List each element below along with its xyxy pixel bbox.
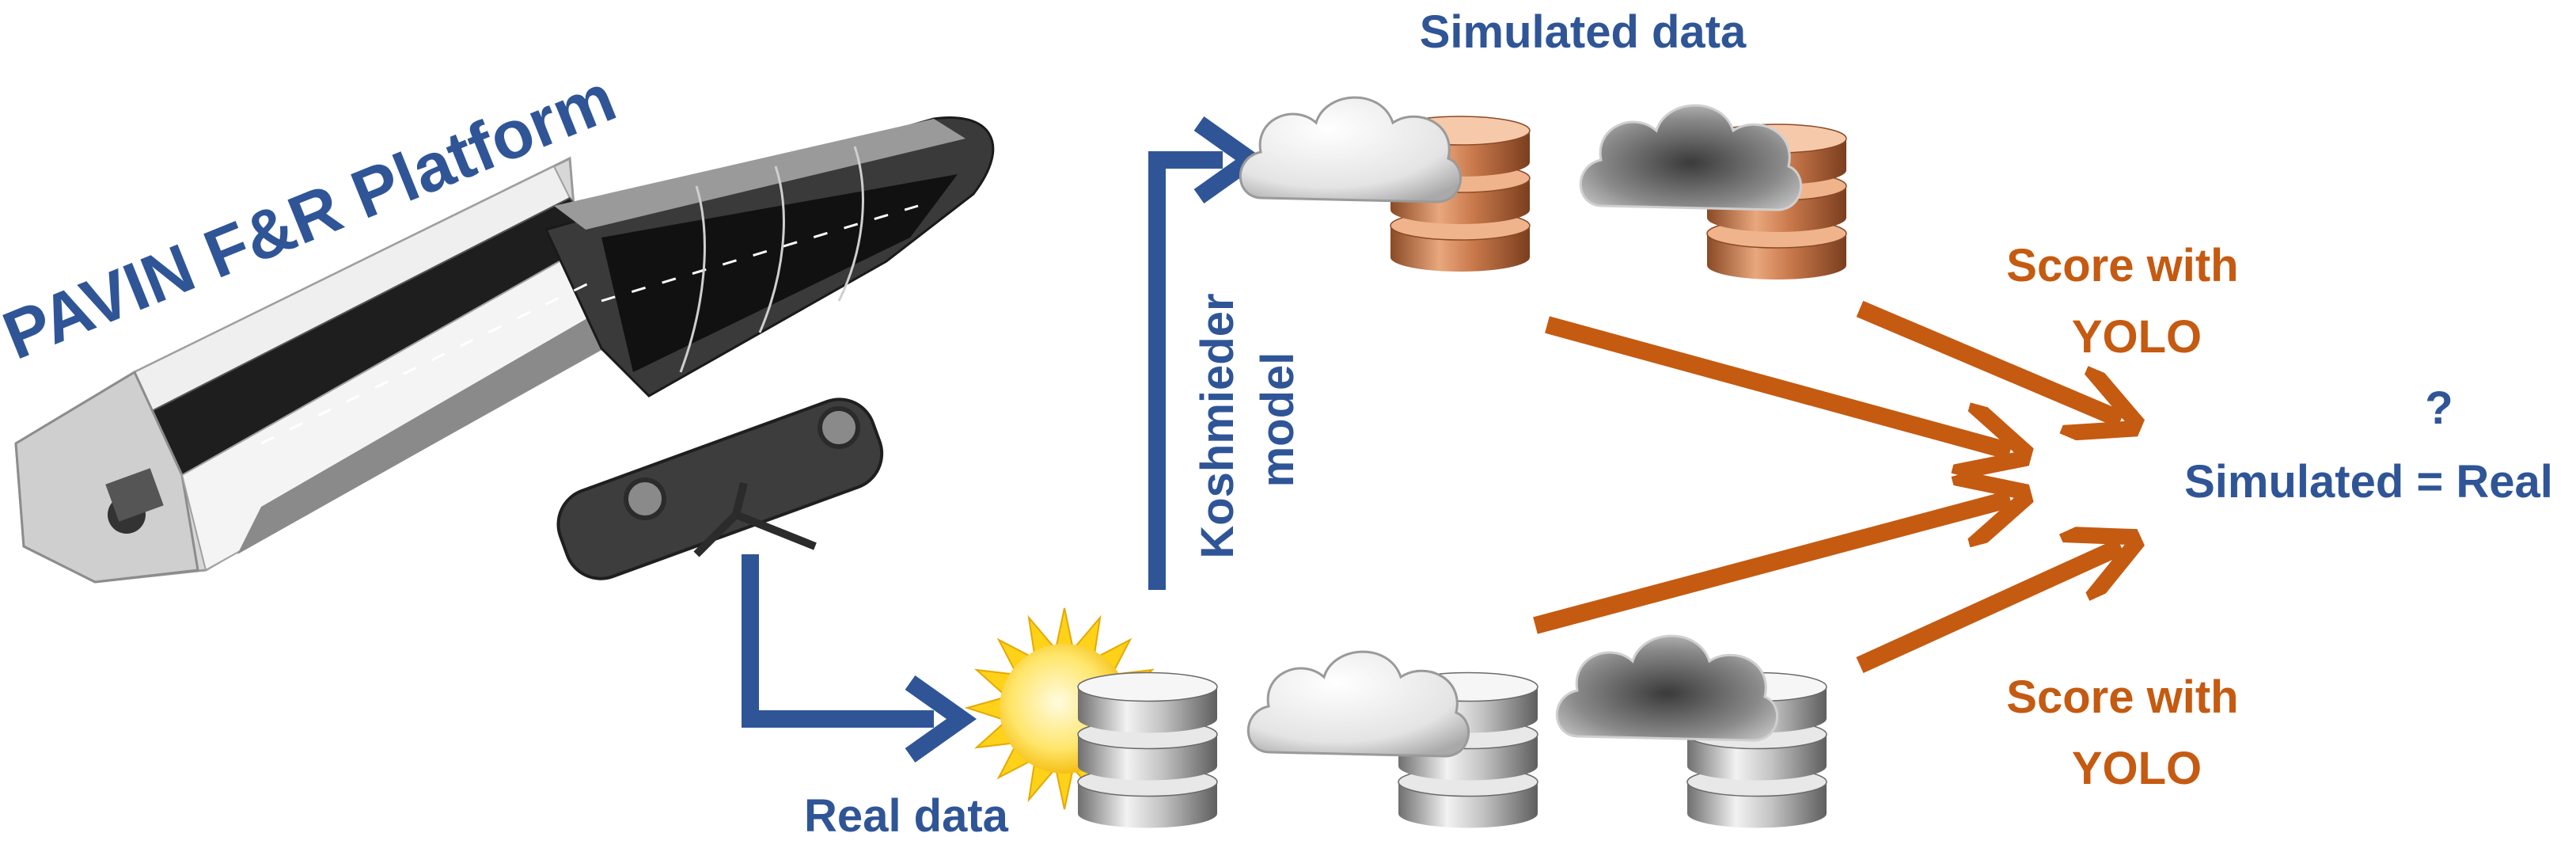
score-top-line2: YOLO [2072,311,2202,363]
koschmieder-label-line2: model [1252,352,1303,488]
score-arrows [1533,300,2121,674]
score-bottom-line1: Score with [2006,671,2238,723]
fog-cloud-icon [1579,104,1803,211]
stereo-camera-icon [556,397,884,580]
cloud-icon [1239,96,1463,203]
score-top-line1: Score with [2006,240,2238,291]
score-top-label: Score with YOLO [2006,240,2251,363]
cloud-icon [1246,650,1470,758]
simulated-dense-fog [1579,104,1847,280]
real-light-fog [1246,650,1538,829]
real-dense-fog [1555,634,1827,829]
score-bottom-line2: YOLO [2072,743,2202,794]
real-data-arrow [742,554,977,763]
arrow-sim-light [1545,316,2010,451]
simulated-light-fog [1239,96,1531,272]
arrow-real-dense [1856,546,2121,674]
simulated-data-label: Simulated data [1420,6,1747,58]
score-bottom-label: Score with YOLO [2006,671,2251,794]
real-data-label: Real data [804,790,1009,842]
database-icon [1077,671,1218,829]
question-mark: ? [2425,382,2453,434]
comparison-label: Simulated = Real [2184,456,2553,508]
koschmieder-label: Koshmieder model [1192,280,1303,558]
arrow-sim-dense [1856,300,2121,420]
arrow-real-light [1533,499,2010,634]
fog-cloud-icon [1555,634,1779,742]
platform-tunnel-icon [14,116,995,584]
koschmieder-label-line1: Koshmieder [1192,293,1243,558]
